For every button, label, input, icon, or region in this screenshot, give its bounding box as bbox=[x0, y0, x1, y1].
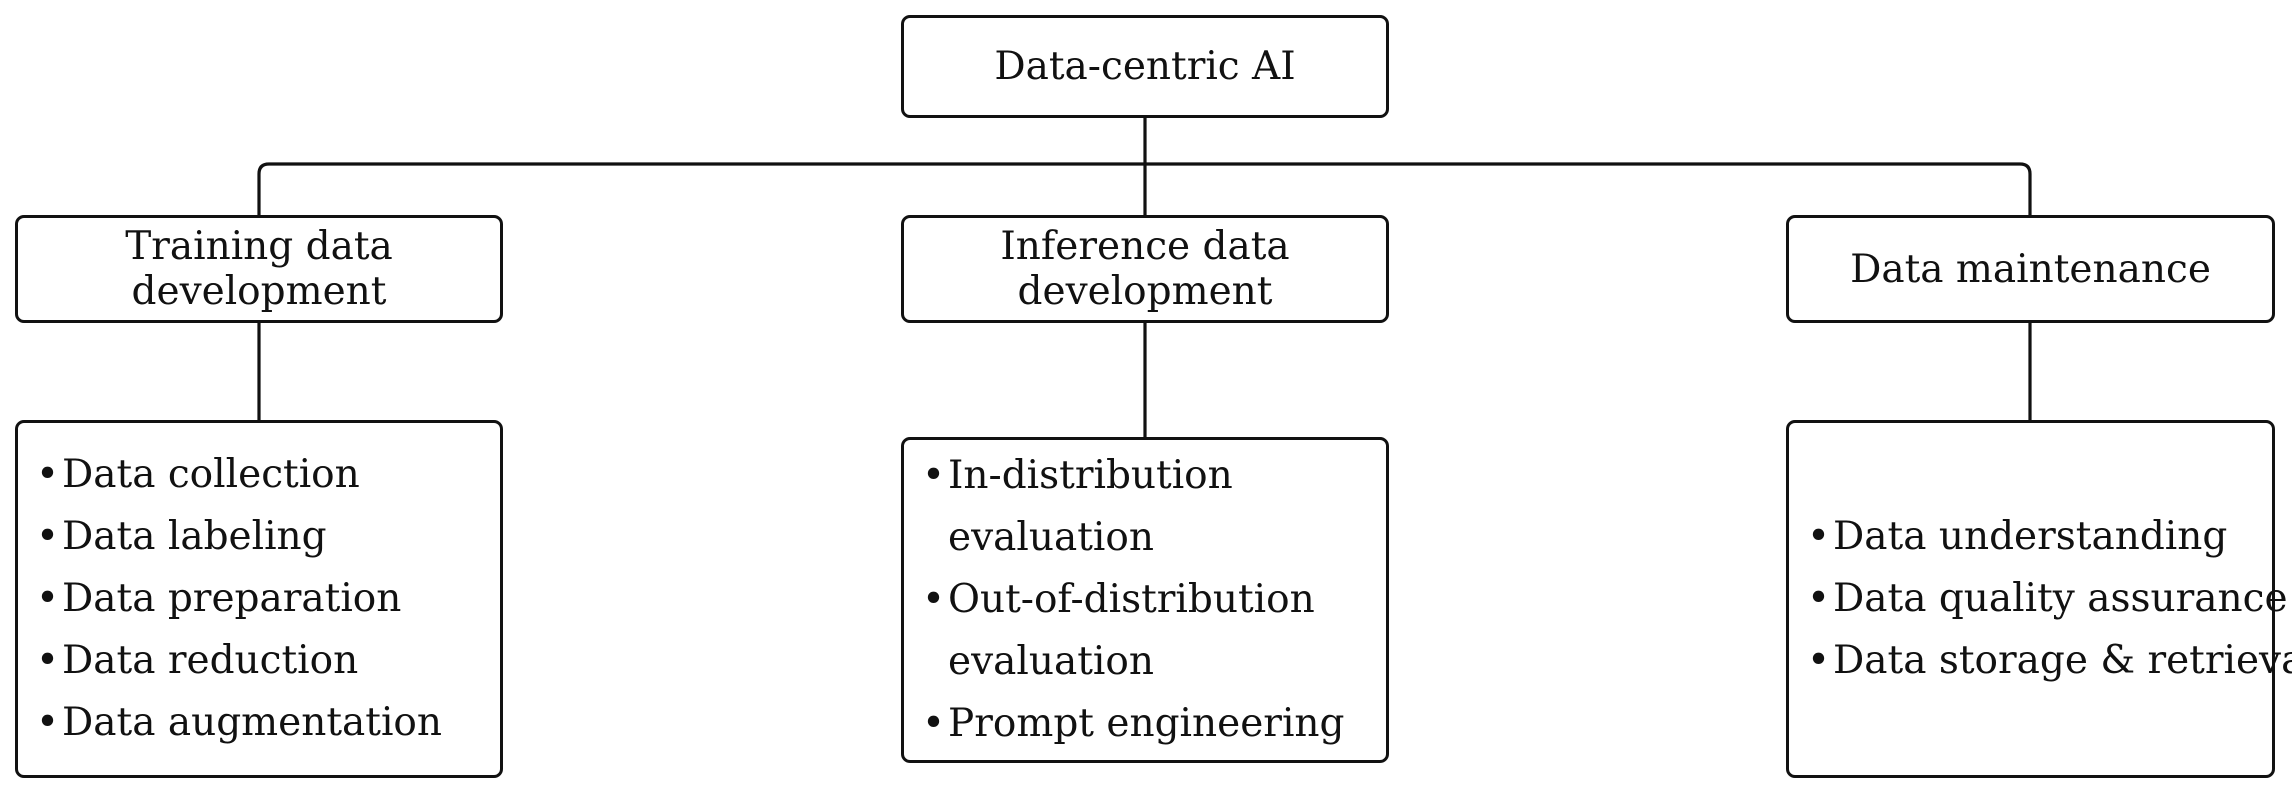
training-data-task-list: Data collection Data labeling Data prepa… bbox=[15, 420, 503, 778]
root-node-label: Data-centric AI bbox=[994, 44, 1296, 89]
list-item: Prompt engineering bbox=[922, 693, 1352, 755]
category-title-line: Inference data bbox=[1000, 224, 1290, 269]
category-title-line: development bbox=[1017, 269, 1273, 314]
list-item: Data reduction bbox=[36, 630, 494, 692]
category-title-line: development bbox=[131, 269, 387, 314]
list-item: Data collection bbox=[36, 444, 494, 506]
category-node-data-maintenance: Data maintenance bbox=[1786, 215, 2275, 323]
category-node-training-data-development: Training data development bbox=[15, 215, 503, 323]
list-item: Data storage & retrieval bbox=[1807, 630, 2292, 692]
list-item: Data augmentation bbox=[36, 692, 494, 754]
category-node-inference-data-development: Inference data development bbox=[901, 215, 1389, 323]
list-item: Data understanding bbox=[1807, 506, 2266, 568]
inference-data-task-list: In-distribution evaluation Out-of-distri… bbox=[901, 437, 1389, 763]
category-title-line: Training data bbox=[125, 224, 393, 269]
category-title-line: Data maintenance bbox=[1850, 246, 2211, 292]
list-item: Data labeling bbox=[36, 506, 494, 568]
data-maintenance-task-list: Data understanding Data quality assuranc… bbox=[1786, 420, 2292, 778]
list-item: Data preparation bbox=[36, 568, 494, 630]
list-item: Data quality assurance bbox=[1807, 568, 2288, 630]
list-item: In-distribution evaluation bbox=[922, 445, 1352, 569]
root-node: Data-centric AI bbox=[901, 15, 1389, 118]
connector-horizontal-branch bbox=[257, 162, 2032, 215]
list-item: Out-of-distribution evaluation bbox=[922, 569, 1352, 693]
